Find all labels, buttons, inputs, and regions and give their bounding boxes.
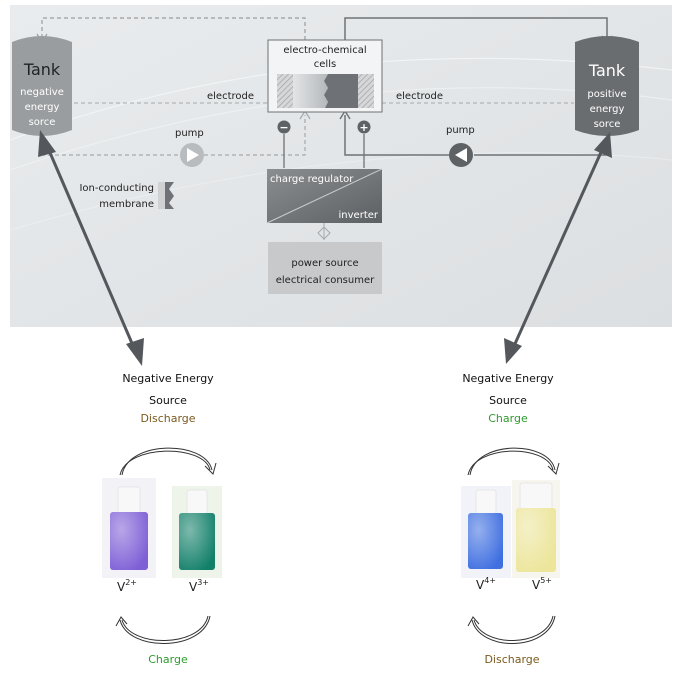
right-bottom-state: Discharge [484, 653, 539, 666]
right-heading-line-2: Source [489, 394, 527, 407]
left-ion-a-sup: 2+ [125, 578, 137, 587]
inverter-label: inverter [339, 210, 379, 221]
positive-tank-line-2: energy [590, 104, 625, 115]
left-bottom-state: Charge [148, 653, 188, 666]
positive-terminal: + [357, 120, 371, 134]
left-electrode-plate [277, 74, 293, 108]
left-ion-b-base: V [189, 580, 198, 594]
power-source-line-2: electrical consumer [276, 275, 375, 286]
right-top-state: Charge [488, 412, 528, 425]
left-top-cycle-arrow-icon [119, 447, 217, 476]
pump-left-label: pump [175, 128, 204, 139]
membrane-label-line-2: membrane [99, 199, 154, 210]
negative-tank-line-1: negative [20, 87, 64, 98]
minus-sign: − [279, 121, 288, 134]
charge-regulator-label: charge regulator [270, 174, 354, 185]
right-ion-a-base: V [476, 578, 485, 592]
positive-tank: Tank positive energy sorce [575, 36, 639, 136]
power-source-line-1: power source [291, 258, 358, 269]
pump-right-label: pump [446, 125, 475, 136]
negative-half-cell [293, 74, 328, 108]
membrane-icon [158, 182, 174, 209]
left-vial-purple [102, 478, 156, 578]
right-ion-b-sup: 5+ [540, 576, 552, 585]
positive-tank-title: Tank [588, 61, 626, 80]
right-bottom-cycle-arrow-icon [467, 615, 556, 644]
left-ion-a-base: V [117, 580, 126, 594]
right-ion-a-sup: 4+ [484, 576, 496, 585]
right-top-cycle-arrow-icon [467, 447, 560, 476]
charge-regulator-inverter: charge regulator inverter [266, 168, 383, 224]
pump-left-icon [180, 143, 204, 167]
negative-tank-title: Tank [23, 60, 61, 79]
right-double-arrow [504, 132, 612, 364]
left-ion-b: V3+ [189, 578, 209, 594]
left-ion-a: V2+ [117, 578, 137, 594]
left-ion-b-sup: 3+ [197, 578, 209, 587]
electrode-left-label: electrode [207, 91, 254, 102]
left-top-state: Discharge [140, 412, 195, 425]
positive-tank-line-1: positive [587, 89, 626, 100]
cells-label-line-2: cells [314, 59, 336, 70]
left-double-arrow [38, 130, 144, 366]
electrode-right-label: electrode [396, 91, 443, 102]
right-heading-line-1: Negative Energy [462, 372, 554, 385]
right-ion-b: V5+ [532, 576, 552, 592]
right-vial-yellow [512, 480, 560, 578]
electrochemical-cells: electro-chemical cells [267, 39, 383, 113]
left-heading-line-1: Negative Energy [122, 372, 214, 385]
right-electrode-plate [358, 74, 374, 108]
negative-terminal: − [277, 120, 291, 134]
positive-half-cell [324, 74, 358, 108]
left-vial-green [172, 486, 222, 578]
connector-diamond-icon [317, 226, 331, 240]
left-bottom-cycle-arrow-icon [115, 615, 211, 644]
right-ion-a: V4+ [476, 576, 496, 592]
right-vial-blue [461, 486, 511, 578]
plus-sign: + [359, 121, 368, 134]
negative-tank-line-2: energy [25, 102, 60, 113]
negative-tank-line-3: sorce [29, 117, 56, 128]
membrane-label-line-1: Ion-conducting [79, 183, 154, 194]
power-source-box: power source electrical consumer [268, 242, 382, 294]
pump-right-icon [449, 143, 473, 167]
negative-tank: Tank negative energy sorce [12, 36, 72, 136]
left-heading-line-2: Source [149, 394, 187, 407]
cells-label-line-1: electro-chemical [283, 45, 366, 56]
positive-tank-line-3: sorce [594, 119, 621, 130]
right-ion-b-base: V [532, 578, 541, 592]
